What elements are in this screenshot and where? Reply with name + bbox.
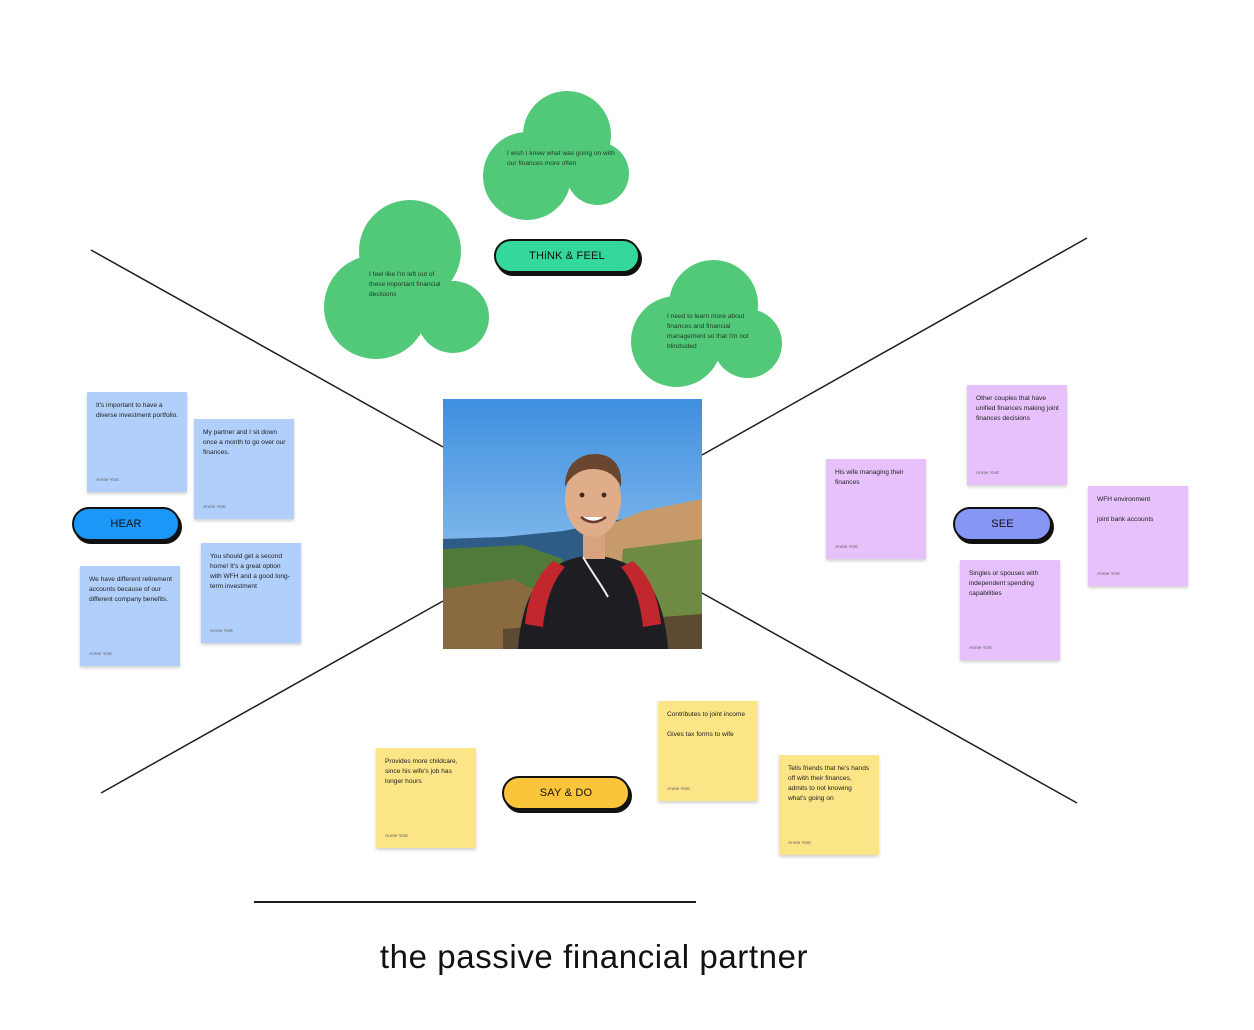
say-do-label[interactable]: SAY & DO (502, 776, 630, 810)
thought-cloud-2[interactable]: I feel like I'm left out of these import… (324, 200, 489, 359)
see-sticky-note[interactable]: Singles or spouses with independent spen… (960, 560, 1060, 660)
sticky-text: We have different retirement accounts be… (89, 576, 172, 603)
think-feel-label[interactable]: THiNK & FEEL (494, 239, 640, 273)
divider-rule (254, 901, 696, 903)
sticky-text: Tells friends that he's hands off with t… (788, 765, 870, 802)
persona-photo-illustration (443, 399, 702, 649)
see-sticky-note[interactable]: Other couples that have unified finances… (967, 385, 1067, 485)
sticky-text: His wife managing their finances (835, 469, 904, 486)
sticky-text: Provides more childcare, since his wife'… (385, 758, 458, 785)
sticky-text: You should get a second home! It's a gre… (210, 553, 290, 590)
sticky-author: Annie Yost (89, 652, 112, 657)
see-label[interactable]: SEE (953, 507, 1052, 541)
hear-sticky-note[interactable]: You should get a second home! It's a gre… (201, 543, 301, 643)
cloud-blob (631, 296, 722, 387)
hear-sticky-note[interactable]: It's important to have a diverse investm… (87, 392, 187, 492)
sticky-author: Annie Yost (976, 471, 999, 476)
sticky-author: Annie Yost (203, 505, 226, 510)
say-do-sticky-note[interactable]: Provides more childcare, since his wife'… (376, 748, 476, 848)
divider-top-right (701, 237, 1088, 456)
divider-top-left (90, 249, 444, 448)
hear-sticky-note[interactable]: We have different retirement accounts be… (80, 566, 180, 666)
say-do-sticky-note[interactable]: Tells friends that he's hands off with t… (779, 755, 879, 855)
sticky-author: Annie Yost (788, 841, 811, 846)
sticky-text: My partner and I sit down once a month t… (203, 429, 286, 456)
sticky-text: It's important to have a diverse investm… (96, 402, 179, 419)
sticky-text: Contributes to joint income Gives tax fo… (667, 711, 746, 738)
cloud-text: I wish I knew what was going on with our… (507, 150, 615, 167)
sticky-author: Annie Yost (1097, 572, 1120, 577)
see-sticky-note[interactable]: WFH environment joint bank accounts Anni… (1088, 486, 1188, 586)
say-do-sticky-note[interactable]: Contributes to joint income Gives tax fo… (658, 701, 758, 801)
cloud-text: I feel like I'm left out of these import… (369, 271, 441, 298)
sticky-text: Other couples that have unified finances… (976, 395, 1059, 422)
divider-bottom-left (100, 600, 444, 794)
cloud-blob (483, 132, 571, 220)
sticky-author: Annie Yost (667, 787, 690, 792)
cloud-blob (324, 255, 428, 359)
cloud-blob (713, 309, 782, 378)
sticky-author: Annie Yost (385, 834, 408, 839)
cloud-blob (566, 142, 629, 205)
sticky-text: WFH environment joint bank accounts (1097, 496, 1154, 523)
cloud-blob (417, 281, 489, 353)
persona-photo[interactable] (443, 399, 702, 649)
sticky-author: Annie Yost (969, 646, 992, 651)
sticky-text: Singles or spouses with independent spen… (969, 570, 1039, 597)
hear-sticky-note[interactable]: My partner and I sit down once a month t… (194, 419, 294, 519)
thought-cloud-1[interactable]: I wish I knew what was going on with our… (483, 91, 629, 220)
persona-caption: the passive financial partner (379, 938, 809, 975)
sticky-author: Annie Yost (835, 545, 858, 550)
sticky-author: Annie Yost (96, 478, 119, 483)
see-sticky-note[interactable]: His wife managing their finances Annie Y… (826, 459, 926, 559)
divider-bottom-right (701, 592, 1078, 804)
thought-cloud-3[interactable]: I need to learn more about finances and … (631, 260, 782, 387)
cloud-text: I need to learn more about finances and … (667, 313, 749, 350)
hear-label[interactable]: HEAR (72, 507, 180, 541)
sticky-author: Annie Yost (210, 629, 233, 634)
